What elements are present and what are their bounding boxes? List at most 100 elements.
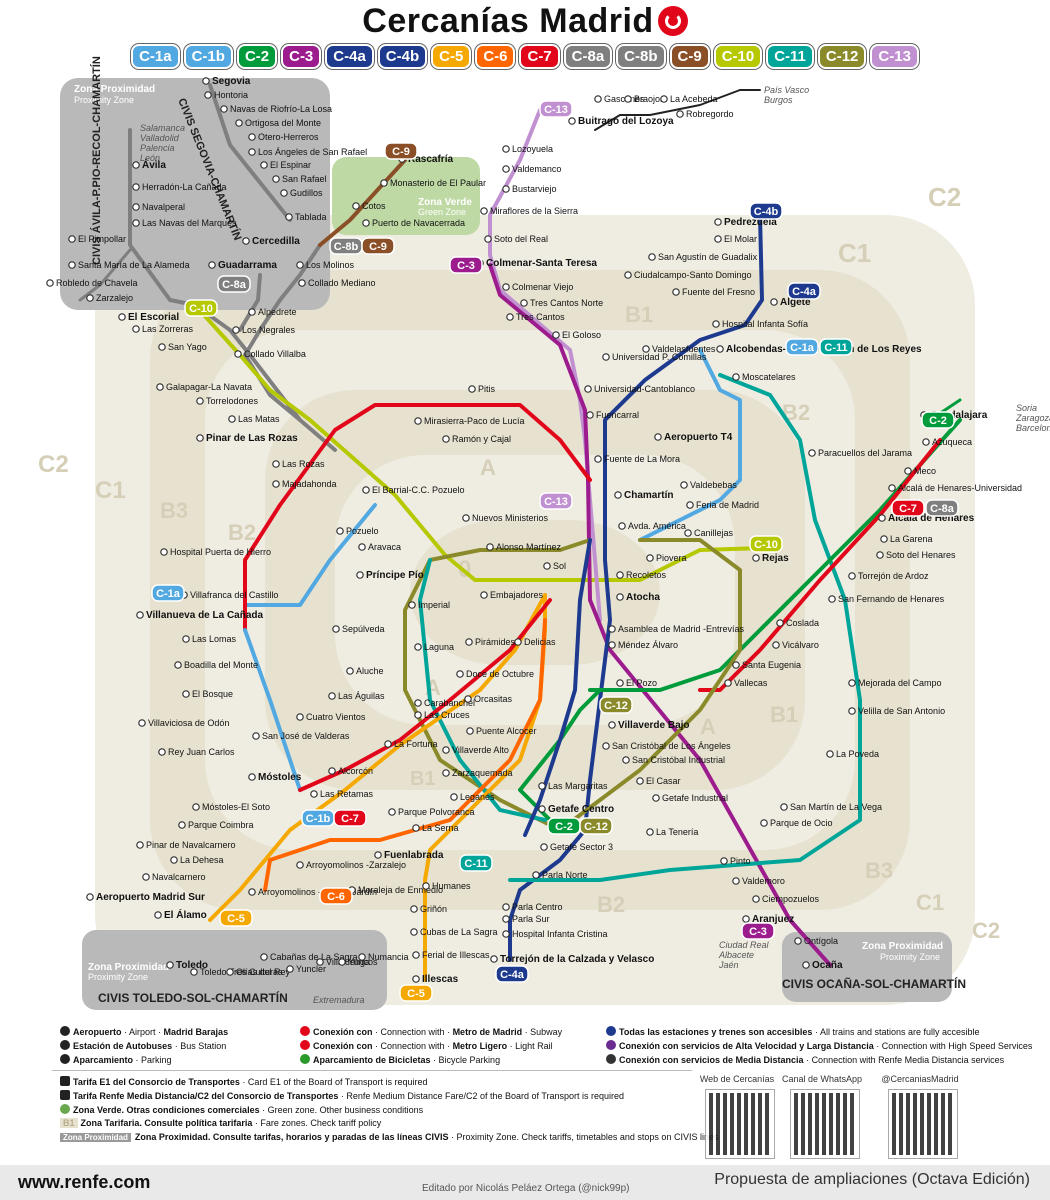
station-dot[interactable]	[260, 953, 268, 961]
station[interactable]: San Rafael	[272, 174, 327, 184]
station-dot[interactable]	[464, 695, 472, 703]
station-dot[interactable]	[196, 397, 204, 405]
map-pill-c4a-box[interactable]	[787, 282, 821, 300]
station-dot[interactable]	[414, 417, 422, 425]
station[interactable]: Avda. América	[618, 521, 686, 531]
line-pill-c-5[interactable]: C-5	[431, 44, 472, 69]
station[interactable]: Aluche	[346, 666, 384, 676]
line-c2-south[interactable]	[518, 688, 602, 832]
station[interactable]: Las Navas del Marqués	[132, 218, 237, 228]
station[interactable]: Santa María de La Alameda	[68, 260, 190, 270]
station[interactable]: Los Ángeles de San Rafael	[248, 147, 367, 157]
station-dot[interactable]	[904, 467, 912, 475]
station[interactable]: Buitrago del Lozoya	[568, 116, 674, 127]
station[interactable]: Paracuellos del Jarama	[808, 448, 912, 458]
line-c6[interactable]	[298, 618, 547, 852]
map-pill-c10-rejas[interactable]: C-10	[749, 535, 783, 553]
station-dot[interactable]	[543, 562, 551, 570]
map-pill-c12-getafe[interactable]: C-12	[579, 817, 613, 835]
station[interactable]: Alcalá de Henares-Universidad	[888, 483, 1022, 493]
station[interactable]: Pinar de Las Rozas	[196, 433, 298, 444]
station-dot[interactable]	[848, 572, 856, 580]
station-dot[interactable]	[156, 383, 164, 391]
station[interactable]: Carabanchel	[414, 698, 475, 708]
station-dot[interactable]	[848, 707, 856, 715]
station-dot[interactable]	[280, 189, 288, 197]
line-pill-c-1a[interactable]: C-1a	[131, 44, 180, 69]
station-dot[interactable]	[362, 219, 370, 227]
station-dot[interactable]	[502, 283, 510, 291]
station[interactable]: Alpedrete	[248, 307, 297, 317]
map-pill-c13-chamartin-box[interactable]	[539, 492, 573, 510]
station[interactable]: Leganés	[450, 792, 495, 802]
station-dot[interactable]	[724, 679, 732, 687]
station-dot[interactable]	[248, 888, 256, 896]
station[interactable]: Robregordo	[676, 109, 734, 119]
line-c4[interactable]	[508, 213, 764, 962]
station[interactable]: Villanueva de La Cañada	[136, 610, 264, 621]
station-dot[interactable]	[480, 591, 488, 599]
map-pill-c11-south-box[interactable]	[459, 854, 493, 872]
station-dot[interactable]	[684, 529, 692, 537]
station-dot[interactable]	[220, 105, 228, 113]
station-dot[interactable]	[714, 218, 722, 226]
station-dot[interactable]	[412, 824, 420, 832]
station[interactable]: El Goloso	[552, 330, 601, 340]
station-dot[interactable]	[584, 385, 592, 393]
station-dot[interactable]	[540, 843, 548, 851]
station-dot[interactable]	[770, 298, 778, 306]
station-dot[interactable]	[672, 288, 680, 296]
station-dot[interactable]	[384, 740, 392, 748]
station[interactable]: Otero-Herreros	[248, 132, 319, 142]
map-pill-c5-illescas-box[interactable]	[399, 984, 433, 1002]
map-pill-c2-getafe[interactable]: C-2	[547, 817, 581, 835]
station[interactable]: Ferial de Illescas	[412, 950, 490, 960]
line-c4-central[interactable]	[523, 538, 592, 837]
station[interactable]: Parque Polvoranca	[388, 807, 475, 817]
map-pill-c2-guadalajara-box[interactable]	[921, 411, 955, 429]
station-dot[interactable]	[828, 595, 836, 603]
station[interactable]: Ortigosa del Monte	[235, 118, 321, 128]
station[interactable]: Ciudalcampo-Santo Domingo	[624, 270, 752, 280]
station[interactable]: El Pozo	[616, 678, 657, 688]
station[interactable]: Rey Juan Carlos	[158, 747, 235, 757]
line-pill-c-11[interactable]: C-11	[766, 44, 814, 69]
station-dot[interactable]	[732, 373, 740, 381]
station-dot[interactable]	[888, 484, 896, 492]
station-dot[interactable]	[520, 299, 528, 307]
station-dot[interactable]	[380, 179, 388, 187]
station[interactable]: Torrejón de Ardoz	[848, 571, 929, 581]
station[interactable]: Rejas	[752, 553, 789, 564]
station[interactable]: Santa Eugenia	[732, 660, 801, 670]
map-pill-c13-north-box[interactable]	[539, 100, 573, 118]
map-pill-c11-south[interactable]: C-11	[459, 854, 493, 872]
station[interactable]: Tres Cantos Norte	[520, 298, 603, 308]
station-dot[interactable]	[174, 661, 182, 669]
station-dot[interactable]	[616, 571, 624, 579]
station[interactable]: Universidad P. Comillas	[602, 352, 707, 362]
station[interactable]: Alcorcón	[328, 766, 373, 776]
station[interactable]: Segovia	[202, 76, 251, 87]
map-pill-c8a[interactable]: C-8a	[217, 275, 251, 293]
station-dot[interactable]	[234, 350, 242, 358]
station-dot[interactable]	[328, 767, 336, 775]
station-dot[interactable]	[160, 548, 168, 556]
station-dot[interactable]	[502, 915, 510, 923]
station[interactable]: Valdemanco	[502, 164, 562, 174]
map-pill-c8-alcala[interactable]: C-8a	[925, 499, 959, 517]
station-dot[interactable]	[660, 95, 668, 103]
map-pill-c3-aranjuez[interactable]: C-3	[741, 922, 775, 940]
station-dot[interactable]	[132, 325, 140, 333]
map-pill-c8a-box[interactable]	[217, 275, 251, 293]
line-c11-inner[interactable]	[418, 558, 547, 822]
station[interactable]: Atocha	[616, 592, 661, 603]
map-pill-c4b[interactable]: C-4b	[749, 202, 783, 220]
map-pill-c12-getafe-box[interactable]	[579, 817, 613, 835]
line-c8b-segovia[interactable]	[208, 83, 292, 222]
station-dot[interactable]	[412, 975, 420, 983]
station[interactable]: Fuencarral	[586, 410, 639, 420]
station-dot[interactable]	[552, 331, 560, 339]
station-dot[interactable]	[602, 742, 610, 750]
station-dot[interactable]	[132, 161, 140, 169]
station-dot[interactable]	[652, 794, 660, 802]
